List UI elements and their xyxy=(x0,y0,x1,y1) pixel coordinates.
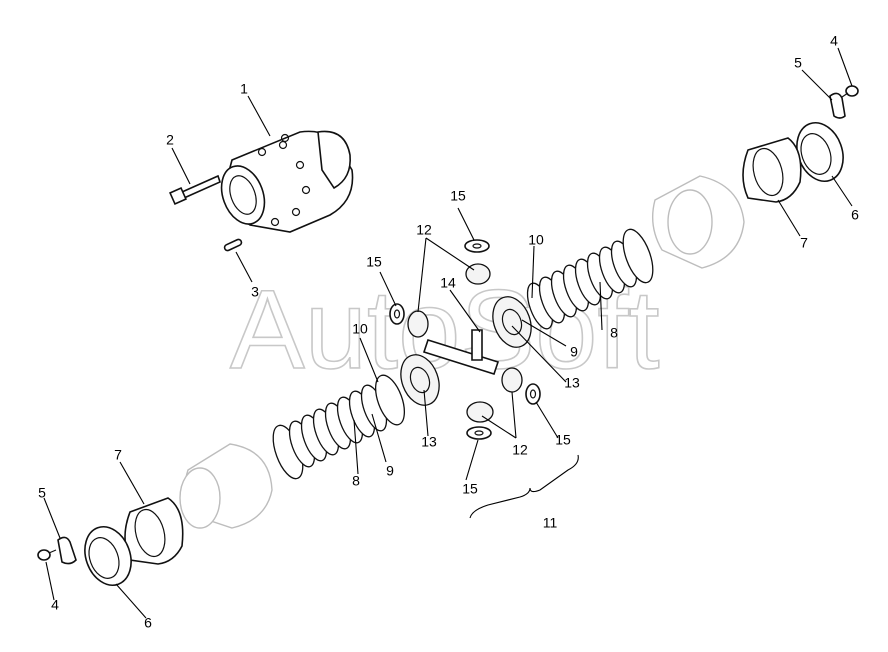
part-13-side-gear-left xyxy=(400,354,440,406)
leader-lines xyxy=(43,47,853,619)
callout-4-bottom: 4 xyxy=(51,597,59,613)
callout-11: 11 xyxy=(543,515,558,531)
callout-7-top: 7 xyxy=(800,235,808,251)
callout-10-top: 10 xyxy=(528,232,544,248)
housing-half-right xyxy=(652,175,745,269)
callout-6-top: 6 xyxy=(851,207,859,223)
part-5-lock-plate-bottom xyxy=(57,536,77,565)
part-4-screw-top xyxy=(841,85,859,98)
group-11-bracket xyxy=(469,454,579,519)
callout-6-bottom: 6 xyxy=(144,615,152,631)
part-15-thrust-washers xyxy=(389,239,541,440)
clutch-disc-stack-left xyxy=(272,374,406,480)
callout-5-bottom: 5 xyxy=(38,485,46,501)
callout-13-left: 13 xyxy=(421,434,437,450)
callout-15-c: 15 xyxy=(555,432,571,448)
callout-9-left: 9 xyxy=(386,463,394,479)
callout-13-right: 13 xyxy=(564,375,580,391)
callout-8-right: 8 xyxy=(610,325,618,341)
callout-10-left: 10 xyxy=(352,321,368,337)
part-13-side-gear-right xyxy=(492,296,532,348)
callout-12-bottom: 12 xyxy=(512,442,528,458)
part-3-pin xyxy=(223,238,243,252)
callout-14: 14 xyxy=(440,275,456,291)
callout-15-d: 15 xyxy=(462,481,478,497)
part-14-cross-shaft xyxy=(422,329,500,375)
callout-5-top: 5 xyxy=(794,55,802,71)
callout-1: 1 xyxy=(240,81,248,97)
part-4-screw-bottom xyxy=(37,549,57,561)
part-7-bearing-top xyxy=(742,137,802,203)
part-1-differential-housing xyxy=(220,130,354,233)
part-7-bearing-bottom xyxy=(124,497,184,565)
callout-3: 3 xyxy=(251,284,259,300)
callout-15-b: 15 xyxy=(366,254,382,270)
callout-4-top: 4 xyxy=(830,33,838,49)
callout-7-bottom: 7 xyxy=(114,447,122,463)
part-5-lock-plate-top xyxy=(829,92,846,119)
part-6-adjusting-ring-bottom xyxy=(84,526,132,586)
part-2-bolt xyxy=(169,174,221,205)
callout-8-left: 8 xyxy=(352,473,360,489)
clutch-disc-stack-right xyxy=(526,228,654,330)
part-12-pinion-gears xyxy=(407,263,523,423)
callout-2: 2 xyxy=(166,132,174,148)
callout-15-a: 15 xyxy=(450,188,466,204)
housing-half-left xyxy=(179,443,273,529)
callout-12-top: 12 xyxy=(416,222,432,238)
callout-9-right: 9 xyxy=(570,344,578,360)
